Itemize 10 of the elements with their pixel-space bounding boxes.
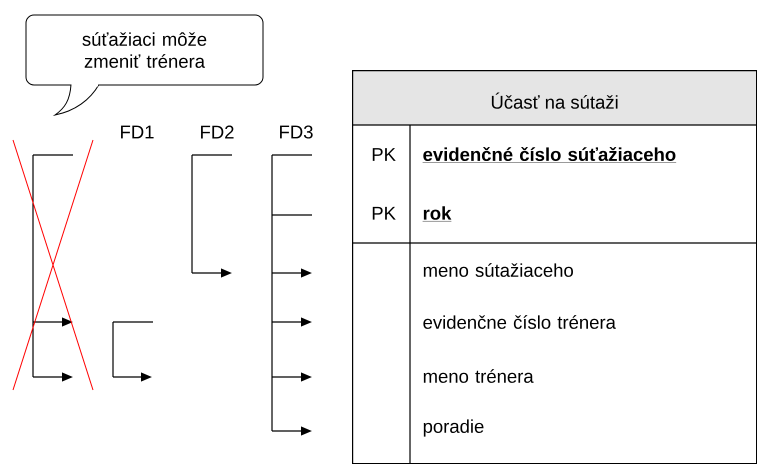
attribute-row: evidenčne číslo trénera [423,315,616,329]
attribute-row: meno sútažiaceho [424,263,573,277]
key-row: PK rok [372,206,452,222]
attribute-row: meno trénera [424,369,534,383]
key-row: PK evidenčné číslo súťažiaceho [372,147,676,163]
attribute-row: poradie [424,419,484,437]
fd-label: FD1 [121,126,154,138]
fd-label: FD2 [201,126,234,138]
callout-bubble: súťažiaci môže zmeniť trénera [26,14,264,116]
fd-label: FD3 [280,125,313,139]
